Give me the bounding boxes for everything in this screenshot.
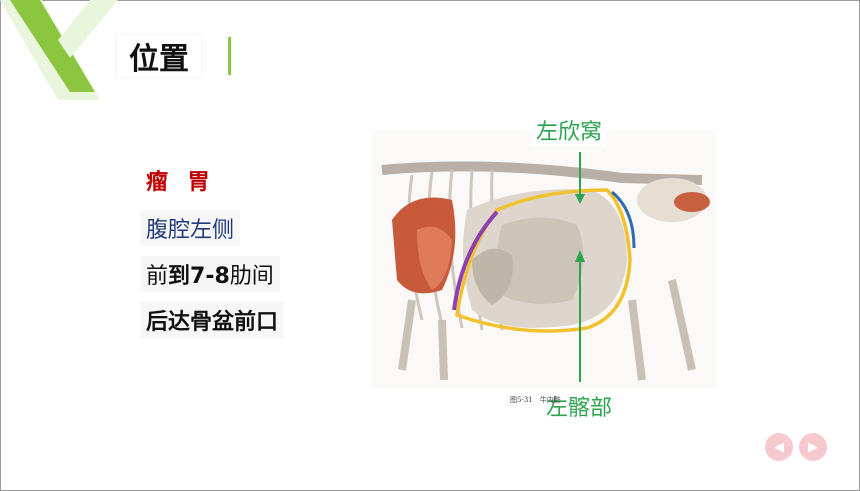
next-arrow-icon: ▶ — [808, 439, 818, 454]
prev-slide-button[interactable]: ◀ — [765, 433, 793, 461]
item-front-prefix: 前 — [146, 264, 169, 289]
label-left-flank-fossa: 左欣窝 — [532, 114, 607, 146]
prev-arrow-icon: ◀ — [774, 439, 784, 454]
slide-title: 位置 — [117, 35, 201, 77]
item-front-bold: 到7-8 — [168, 264, 230, 289]
item-left-abdomen: 腹腔左侧 — [140, 210, 241, 246]
title-accent-bar — [228, 37, 231, 75]
label-left-iliac-region: 左髂部 — [542, 390, 617, 422]
item-rumen: 瘤 胃 — [140, 162, 222, 198]
item-pelvis: 后达骨盆前口 — [140, 302, 285, 338]
item-front-rib: 前到7-8肋间 — [140, 256, 280, 292]
figure-caption: 图5-31 牛内脏 — [510, 396, 561, 404]
corner-decoration — [0, 0, 118, 100]
item-front-suffix: 肋间 — [229, 264, 274, 289]
next-slide-button[interactable]: ▶ — [799, 433, 827, 461]
cow-anatomy-illustration — [372, 130, 716, 388]
